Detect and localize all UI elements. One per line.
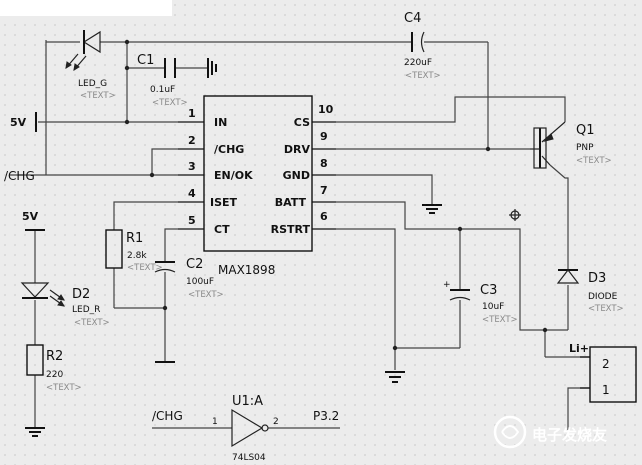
c4-capacitor bbox=[411, 31, 425, 53]
u1-value: 74LS04 bbox=[232, 453, 266, 463]
watermark-text: 电子发烧友 bbox=[532, 426, 607, 444]
r1-value: 2.8k bbox=[127, 251, 147, 261]
max1898-ic: 1 2 3 4 5 IN /CHG EN/OK ISET CT 10 9 8 7… bbox=[178, 95, 336, 277]
q1-pnp-transistor bbox=[530, 121, 566, 169]
u1-pin-in: 1 bbox=[212, 417, 218, 427]
c2-value: 100uF bbox=[186, 277, 214, 287]
ic-pin-name-in: IN bbox=[214, 116, 227, 129]
ic-pin-num-5: 5 bbox=[188, 214, 196, 227]
led-g-value: LED_G bbox=[78, 79, 107, 89]
ic-pin-num-1: 1 bbox=[188, 107, 196, 120]
d3-text: <TEXT> bbox=[588, 304, 624, 314]
c3-capacitor: + bbox=[443, 280, 471, 301]
ground-pin8 bbox=[422, 204, 442, 214]
d2-led bbox=[20, 282, 65, 307]
connector-pin-1: 1 bbox=[602, 383, 610, 397]
ic-pin-name-ct: CT bbox=[214, 223, 230, 236]
ic-pin-num-9: 9 bbox=[320, 130, 328, 143]
u1-ref: U1:A bbox=[232, 394, 263, 409]
c2-capacitor bbox=[154, 261, 176, 273]
v5-left-label: 5V bbox=[22, 210, 39, 223]
ic-pin-name-cs: CS bbox=[294, 116, 310, 129]
q1-ref: Q1 bbox=[576, 123, 595, 138]
r1-ref: R1 bbox=[126, 231, 143, 246]
li-battery-connector bbox=[580, 346, 637, 403]
ic-pin-name-chg: /CHG bbox=[214, 143, 244, 156]
c1-text: <TEXT> bbox=[152, 98, 188, 108]
ic-pin-name-drv: DRV bbox=[284, 143, 311, 156]
c3-text: <TEXT> bbox=[482, 315, 518, 325]
led-g-diode bbox=[65, 30, 101, 71]
probe-crosshair-icon bbox=[509, 209, 521, 221]
d2-value: LED_R bbox=[72, 305, 100, 315]
r2-text: <TEXT> bbox=[46, 383, 82, 393]
c2-text: <TEXT> bbox=[188, 290, 224, 300]
chg-bottom-label: /CHG bbox=[152, 409, 183, 423]
r2-value: 220 bbox=[46, 370, 63, 380]
d3-value: DIODE bbox=[588, 292, 618, 302]
q1-value: PNP bbox=[576, 143, 594, 153]
ic-pin-name-rstrt: RSTRT bbox=[271, 223, 311, 236]
chg-left-label: /CHG bbox=[4, 169, 35, 183]
c3-ref: C3 bbox=[480, 283, 497, 298]
ic-pin-num-7: 7 bbox=[320, 184, 328, 197]
u1-pin-out: 2 bbox=[273, 417, 279, 427]
ic-pin-name-en-ok: EN/OK bbox=[214, 169, 253, 182]
u1-inverter-gate bbox=[231, 408, 269, 448]
c4-ref: C4 bbox=[404, 11, 421, 26]
c1-capacitor bbox=[164, 58, 176, 78]
ground-rstrt bbox=[385, 371, 405, 383]
r1-text: <TEXT> bbox=[127, 263, 163, 273]
ic-pin-num-3: 3 bbox=[188, 160, 196, 173]
r1-resistor bbox=[105, 229, 123, 269]
ic-pin-num-6: 6 bbox=[320, 210, 328, 223]
ground-r2 bbox=[25, 427, 45, 437]
c1-value: 0.1uF bbox=[150, 85, 175, 95]
p32-label: P3.2 bbox=[313, 409, 339, 423]
d2-ref: D2 bbox=[72, 287, 90, 302]
r2-ref: R2 bbox=[46, 349, 63, 364]
r2-resistor bbox=[26, 344, 44, 376]
led-g-text: <TEXT> bbox=[80, 91, 116, 101]
v5-top-label: 5V bbox=[10, 116, 27, 129]
c1-ref: C1 bbox=[137, 53, 154, 68]
q1-text: <TEXT> bbox=[576, 156, 612, 166]
d3-diode bbox=[556, 269, 580, 284]
ic-pin-name-batt: BATT bbox=[275, 196, 307, 209]
top-white-strip bbox=[0, 0, 172, 16]
wires bbox=[10, 40, 590, 430]
connector-label: Li+ bbox=[569, 342, 589, 355]
c4-text: <TEXT> bbox=[405, 71, 441, 81]
svg-text:+: + bbox=[443, 280, 451, 290]
connector-pin-2: 2 bbox=[602, 357, 610, 371]
ic-pin-num-2: 2 bbox=[188, 134, 196, 147]
c4-value: 220uF bbox=[404, 58, 432, 68]
d3-ref: D3 bbox=[588, 271, 606, 286]
c3-value: 10uF bbox=[482, 302, 504, 312]
c2-ref: C2 bbox=[186, 257, 203, 272]
ic-pin-name-iset: ISET bbox=[210, 196, 238, 209]
ic-pin-num-10: 10 bbox=[318, 103, 334, 116]
ic-pin-num-8: 8 bbox=[320, 157, 328, 170]
ic-pin-name-gnd: GND bbox=[283, 169, 310, 182]
watermark-logo: 电子发烧友 bbox=[493, 415, 607, 449]
ic-ref-label: MAX1898 bbox=[218, 263, 275, 277]
junction-dots bbox=[124, 39, 548, 351]
ic-body bbox=[203, 95, 313, 252]
d2-text: <TEXT> bbox=[74, 318, 110, 328]
ic-pin-num-4: 4 bbox=[188, 187, 196, 200]
c1-ground-symbol bbox=[207, 58, 217, 78]
